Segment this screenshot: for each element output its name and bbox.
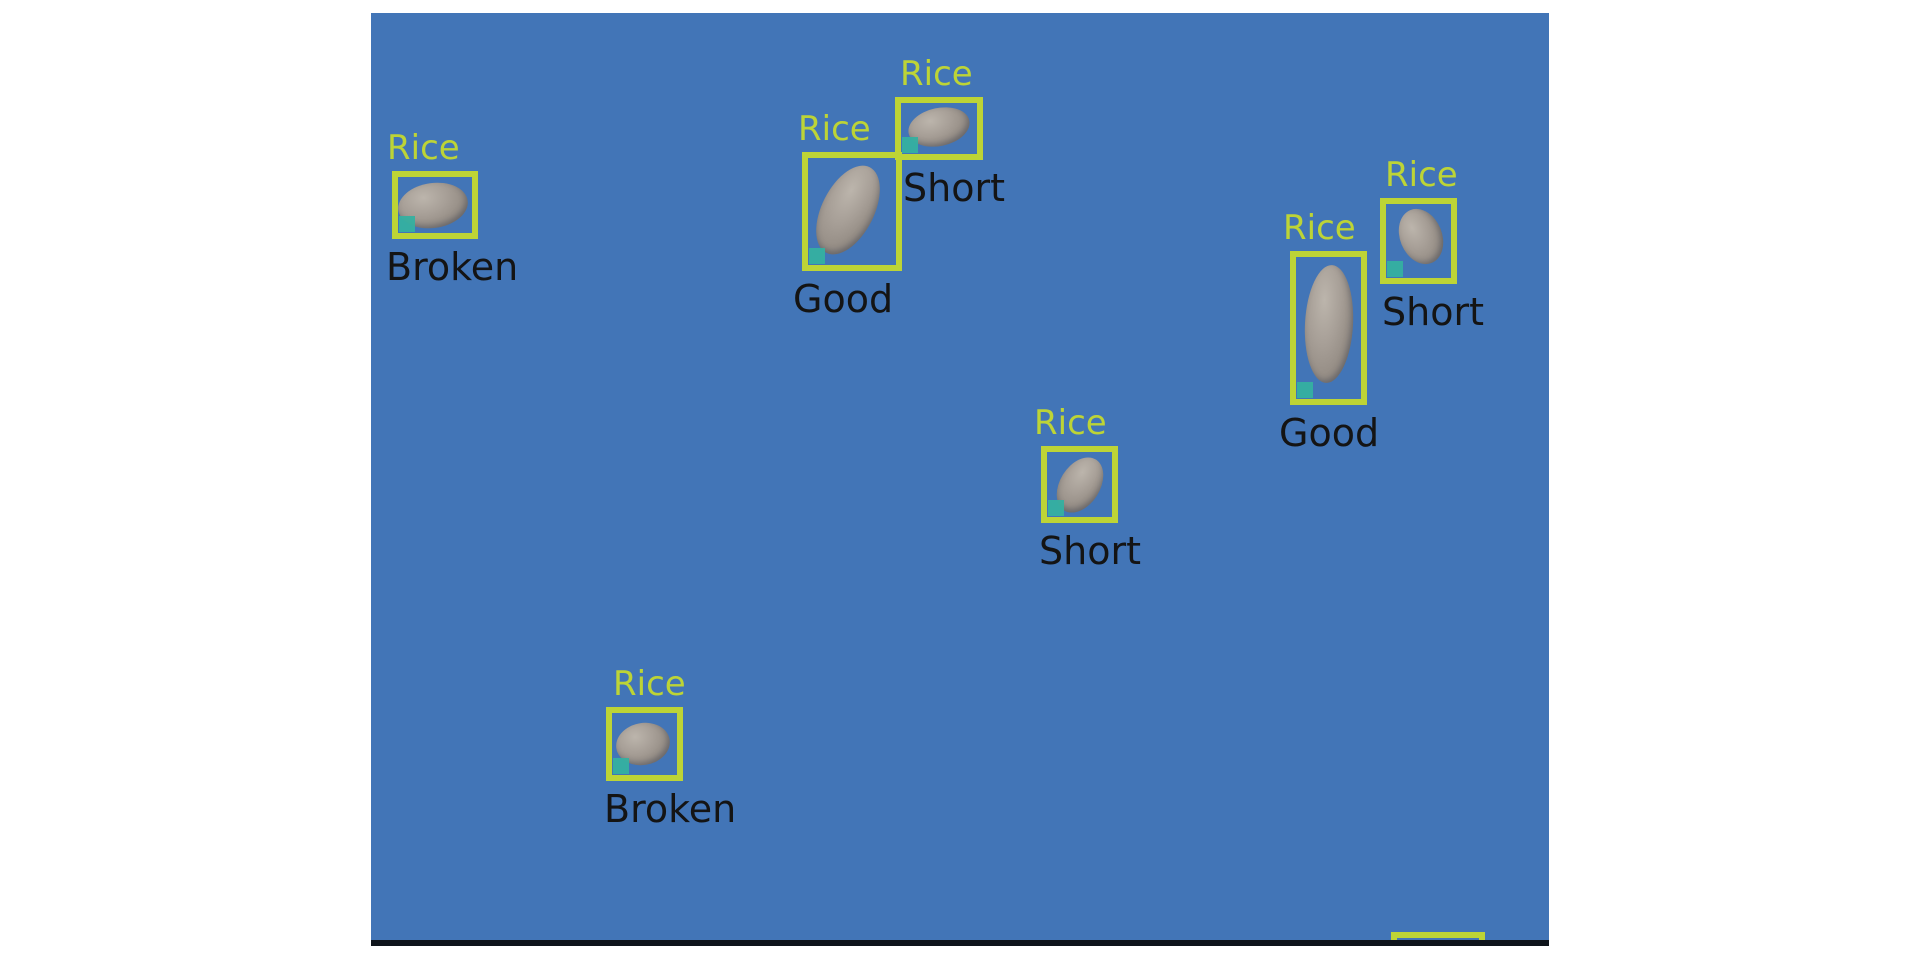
class-label: Rice bbox=[1283, 208, 1356, 248]
corner-marker bbox=[399, 216, 415, 232]
bounding-box bbox=[606, 707, 683, 781]
quality-label: Short bbox=[1382, 290, 1484, 334]
bounding-box bbox=[1041, 446, 1118, 523]
corner-marker bbox=[613, 758, 629, 774]
corner-marker bbox=[1297, 382, 1313, 398]
partial-bounding-box bbox=[1391, 932, 1485, 946]
quality-label: Short bbox=[1039, 529, 1141, 573]
canvas-bottom-edge bbox=[371, 940, 1549, 946]
bounding-box bbox=[1290, 251, 1367, 405]
bounding-box bbox=[1380, 198, 1457, 284]
quality-label: Broken bbox=[604, 787, 737, 831]
class-label: Rice bbox=[900, 54, 973, 94]
class-label: Rice bbox=[1385, 155, 1458, 195]
quality-label: Good bbox=[793, 277, 894, 321]
bounding-box bbox=[802, 152, 902, 271]
quality-label: Good bbox=[1279, 411, 1380, 455]
corner-marker bbox=[1387, 261, 1403, 277]
class-label: Rice bbox=[613, 664, 686, 704]
class-label: Rice bbox=[798, 109, 871, 149]
quality-label: Broken bbox=[386, 245, 519, 289]
corner-marker bbox=[902, 137, 918, 153]
corner-marker bbox=[1048, 500, 1064, 516]
class-label: Rice bbox=[387, 128, 460, 168]
quality-label: Short bbox=[903, 166, 1005, 210]
bounding-box bbox=[895, 97, 983, 160]
bounding-box bbox=[392, 171, 478, 239]
class-label: Rice bbox=[1034, 403, 1107, 443]
corner-marker bbox=[809, 248, 825, 264]
